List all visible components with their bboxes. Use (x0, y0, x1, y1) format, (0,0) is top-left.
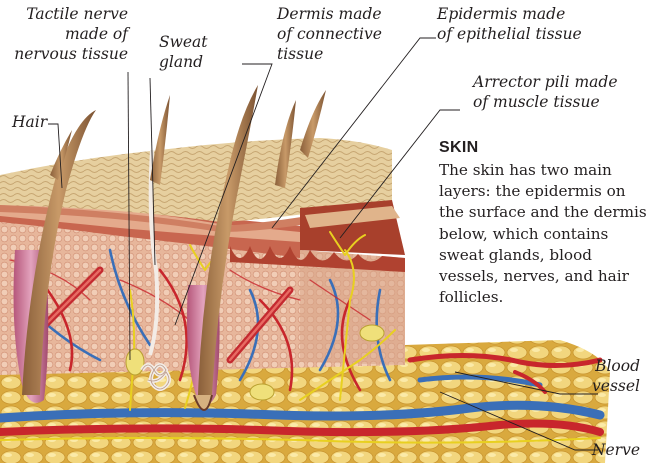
dermis-label: Dermis made of connective tissue (277, 4, 382, 64)
arrector-pili-label: Arrector pili made of muscle tissue (473, 72, 618, 112)
hair-label: Hair (12, 112, 47, 132)
skin-description: The skin has two main layers: the epider… (439, 160, 651, 308)
tactile-nerve-label: Tactile nerve made of nervous tissue (6, 4, 128, 64)
sweat-gland-label: Sweat gland (159, 32, 208, 72)
nerve-label: Nerve (560, 440, 640, 460)
skin-heading: SKIN (439, 139, 478, 157)
blood-vessel-label: Blood vessel (560, 356, 640, 396)
epidermis-label: Epidermis made of epithelial tissue (437, 4, 582, 44)
